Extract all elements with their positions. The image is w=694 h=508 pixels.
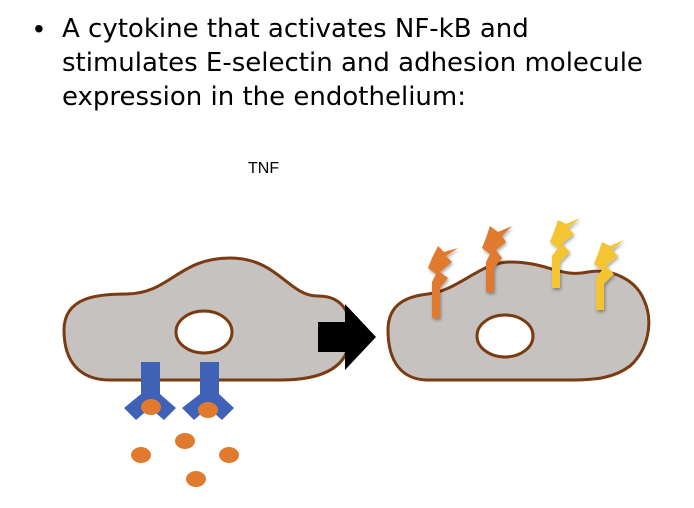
ligand-bound-2	[198, 402, 218, 418]
ligand-free-4	[186, 471, 206, 487]
bullet-line-2: stimulates E-selectin and adhesion molec…	[62, 48, 643, 78]
e-selectin-1	[428, 246, 458, 318]
cell-left-icon	[62, 256, 352, 382]
tnf-molecule-icon	[131, 399, 239, 487]
bullet-dot-icon: •	[34, 13, 44, 44]
ligand-bound-1	[141, 399, 161, 415]
bullet-line-1: A cytokine that activates NF-kB and	[62, 14, 529, 44]
e-selectin-2	[482, 226, 512, 292]
cell-right-icon	[386, 260, 651, 382]
tnf-label: TNF	[248, 160, 280, 177]
tnf-receptor-icon	[124, 362, 234, 420]
cell-left-nucleus	[174, 309, 234, 355]
adhesion-molecule-icon	[428, 218, 624, 318]
cell-right-nucleus	[475, 313, 535, 359]
adhesion-yellow-2	[594, 240, 624, 310]
bullet-line-3: expression in the endothelium:	[62, 82, 466, 112]
bullet-point: • A cytokine that activates NF-kB and st…	[34, 12, 674, 114]
ligand-free-1	[175, 433, 195, 449]
adhesion-yellow-1	[550, 218, 580, 288]
ligand-free-2	[131, 447, 151, 463]
ligand-free-3	[219, 447, 239, 463]
bullet-text: A cytokine that activates NF-kB and stim…	[62, 12, 674, 114]
right-arrow-icon	[318, 304, 376, 370]
receptor-2	[182, 362, 234, 420]
receptor-1	[124, 362, 176, 420]
